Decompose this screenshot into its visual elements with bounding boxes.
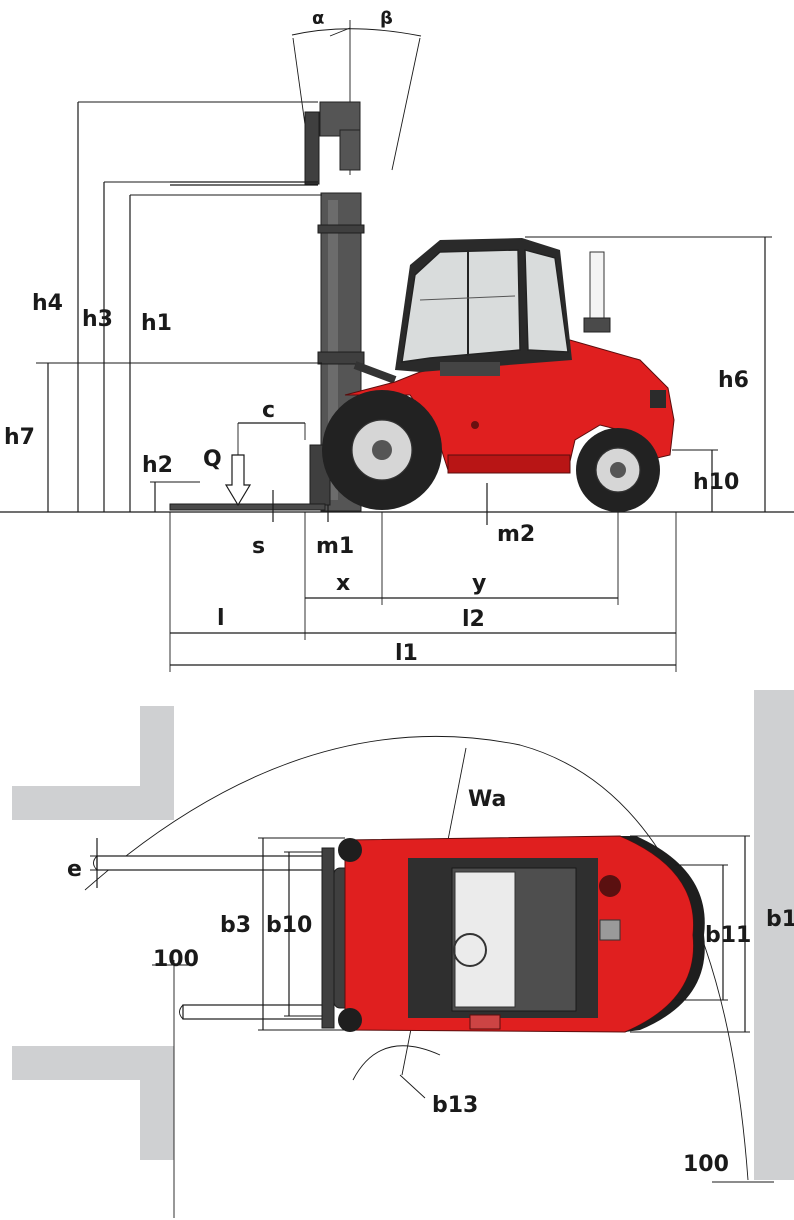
h4-label: h4 xyxy=(32,291,63,316)
front-wheel xyxy=(322,390,442,510)
y-label: y xyxy=(472,571,486,596)
beta-label: β xyxy=(380,8,393,29)
clearance-right-label: 100 xyxy=(683,1152,729,1177)
side-view: α β xyxy=(0,8,794,672)
fork-carriage-top xyxy=(321,847,335,1029)
h7-label: h7 xyxy=(4,425,35,450)
b1-label: b1 xyxy=(766,907,794,932)
h3-label: h3 xyxy=(82,307,113,332)
truck-body-side xyxy=(344,339,675,474)
x-label: x xyxy=(336,571,350,596)
l1-label: l1 xyxy=(395,641,418,666)
load-arrow-icon xyxy=(224,454,252,507)
alpha-label: α xyxy=(312,8,324,29)
h2-label: h2 xyxy=(142,453,173,478)
height-dimensions xyxy=(36,101,772,512)
turning-radius-arc xyxy=(84,736,749,1181)
load-center-dimension xyxy=(224,422,306,507)
truck-body-top xyxy=(338,835,705,1033)
s-label: s xyxy=(252,534,265,559)
tilt-angle-indicator xyxy=(291,20,422,176)
air-filter xyxy=(583,317,611,333)
q-label: Q xyxy=(203,447,222,472)
tilt-cylinder xyxy=(353,361,397,384)
length-dimensions xyxy=(169,512,677,672)
clearance-left-label: 100 xyxy=(153,947,199,972)
l2-label: l2 xyxy=(462,607,485,632)
wa-label: Wa xyxy=(468,787,506,812)
rear-wheel xyxy=(576,428,660,512)
e-label: e xyxy=(67,857,82,882)
b3-label: b3 xyxy=(220,913,251,938)
h1-label: h1 xyxy=(141,311,172,336)
b13-arc xyxy=(352,1045,441,1081)
h6-label: h6 xyxy=(718,368,749,393)
width-dimensions xyxy=(90,835,774,1218)
aisle-wall-right xyxy=(754,690,794,1180)
top-view: Wa xyxy=(12,690,794,1218)
h10-label: h10 xyxy=(693,470,739,495)
l-label: l xyxy=(217,606,225,631)
c-label: c xyxy=(262,398,275,423)
b10-label: b10 xyxy=(266,913,312,938)
aisle-wall-bottom-left xyxy=(12,1046,174,1160)
aisle-wall-top-left xyxy=(12,706,174,820)
b13-label: b13 xyxy=(432,1093,478,1118)
raised-carriage xyxy=(170,101,361,186)
b13-leader xyxy=(399,1074,426,1099)
b11-label: b11 xyxy=(705,923,751,948)
m1-label: m1 xyxy=(316,534,354,559)
fork-carriage xyxy=(169,444,331,511)
cab xyxy=(395,238,572,376)
m2-label: m2 xyxy=(497,522,535,547)
